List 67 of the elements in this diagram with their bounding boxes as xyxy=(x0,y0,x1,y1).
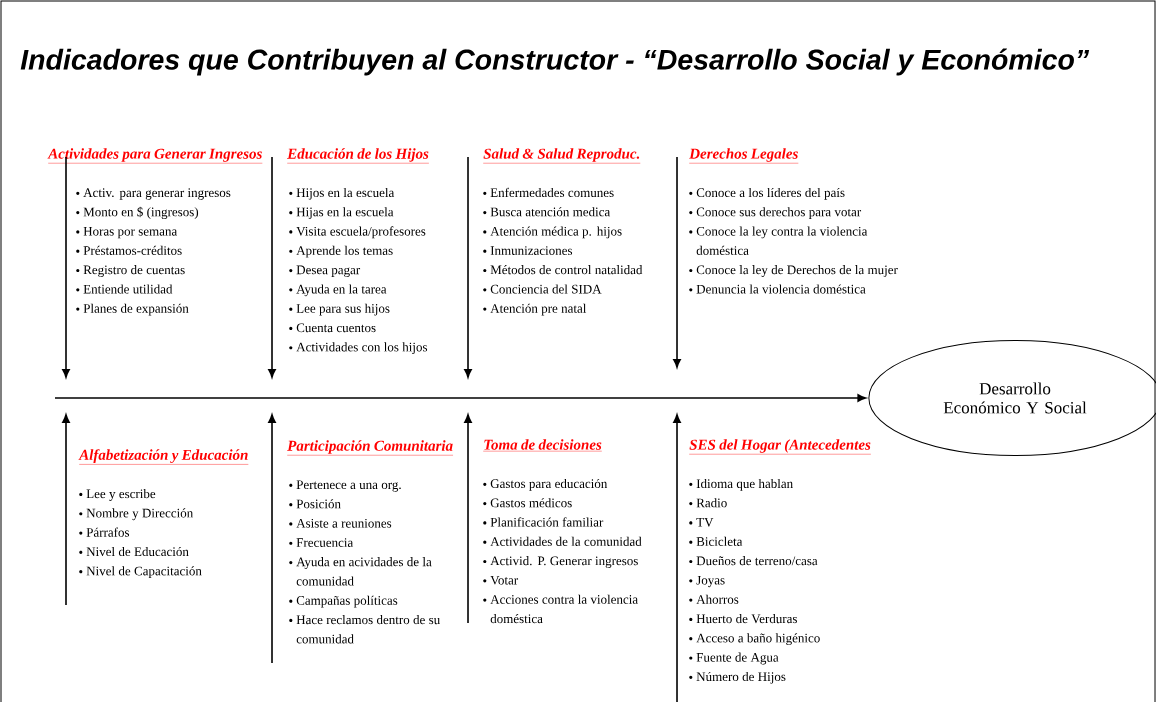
list-item: Enfermedades comunes xyxy=(490,187,614,198)
list-item: Métodos de control natalidad xyxy=(490,265,643,275)
list-item: Activid. P. Generar ingresos xyxy=(490,556,638,568)
list-item: Desea pagar xyxy=(296,265,361,277)
list-item: Campañas políticas xyxy=(296,595,398,608)
list-item: Registro de cuentas xyxy=(83,265,185,277)
list-item: Denuncia la violencia doméstica xyxy=(696,284,866,294)
list-item: Conoce a los líderes del país xyxy=(696,187,845,200)
list-item: Visita escuela/profesores xyxy=(296,226,426,239)
list-item: Lee y escribe xyxy=(86,489,156,501)
list-item: Frecuencia xyxy=(296,538,354,547)
list-item: Votar xyxy=(490,575,519,585)
list-item: Conoce la ley contra la violencia doméstica xyxy=(696,226,868,255)
list-item: Hijas en la escuela xyxy=(296,207,394,219)
list-item: Joyas xyxy=(696,575,725,588)
list-item: Hijos en la escuela xyxy=(296,187,395,200)
list-item: Busca atención medica xyxy=(490,207,611,217)
list-item: Dueños de terreno/casa xyxy=(696,556,818,566)
list-item: Hace reclamos dentro de su comunidad xyxy=(296,615,440,644)
category-heading: Actividades para Generar Ingresos xyxy=(47,148,263,164)
list-item: Nivel de Capacitación xyxy=(86,566,202,579)
category-heading: Participación Comunitaria xyxy=(287,440,454,456)
list-item: Atención médica p. hijos xyxy=(490,226,622,239)
list-item: Acceso a baño higénico xyxy=(696,633,820,646)
list-item: Bicicleta xyxy=(696,536,743,546)
list-item: Asiste a reuniones xyxy=(296,518,392,528)
arrow xyxy=(54,394,867,402)
list-item: Cuenta cuentos xyxy=(296,323,376,333)
list-item: Pertenece a una org. xyxy=(296,480,401,492)
list-item: Posición xyxy=(296,499,341,509)
list-item: Gastos médicos xyxy=(490,498,572,508)
list-item: Actividades con los hijos xyxy=(296,342,428,355)
list-item: Conciencia del SIDA xyxy=(490,284,602,294)
category-heading: Salud & Salud Reproduc. xyxy=(483,148,641,164)
list-item: Conoce la ley de Derechos de la mujer xyxy=(696,265,898,277)
list-item: Entiende utilidad xyxy=(83,284,173,294)
list-item: Activ. para generar ingresos xyxy=(83,188,231,200)
list-item: Planes de expansión xyxy=(83,303,189,316)
list-item: Atención pre natal xyxy=(490,303,587,316)
list-item: Número de Hijos xyxy=(696,671,786,684)
list-item: Conoce sus derechos para votar xyxy=(696,207,862,219)
list-item: TV xyxy=(696,518,714,527)
list-item: Ayuda en la tarea xyxy=(296,284,387,297)
list-item: Párrafos xyxy=(86,527,130,537)
list-item: Nivel de Educación xyxy=(86,546,189,557)
list-item: Radio xyxy=(696,498,727,508)
list-item: Lee para sus hijos xyxy=(296,303,390,316)
category-heading: Derechos Legales xyxy=(689,148,799,164)
category-heading: Alfabetización y Educación xyxy=(78,449,249,465)
list-item: Gastos para educación xyxy=(490,478,608,491)
list-item: Fuente de Agua xyxy=(696,652,779,665)
list-item: Acciones contra la violencia doméstica xyxy=(490,594,638,624)
list-item: Aprende los temas xyxy=(296,245,393,258)
list-item: Actividades de la comunidad xyxy=(490,536,642,546)
list-item: Huerto de Verduras xyxy=(696,614,797,624)
category-heading: Educación de los Hijos xyxy=(287,148,430,164)
list-item: Idioma que hablan xyxy=(696,478,793,491)
list-item: Ahorros xyxy=(696,594,739,604)
category-heading: Toma de decisiones xyxy=(483,439,602,452)
list-item: Nombre y Dirección xyxy=(86,508,193,521)
title: Indicadores que Contribuyen al Constructor - “Desarrollo Social y Económico” xyxy=(20,48,1090,76)
list-item: Inmunizaciones xyxy=(490,246,573,255)
list-item: Ayuda en acividades de la comunidad xyxy=(296,557,432,586)
list-item: Planificación familiar xyxy=(490,517,604,527)
list-item: Préstamos-créditos xyxy=(83,245,182,255)
list-item: Monto en $ (ingresos) xyxy=(83,206,199,219)
list-item: Horas por semana xyxy=(83,227,178,239)
